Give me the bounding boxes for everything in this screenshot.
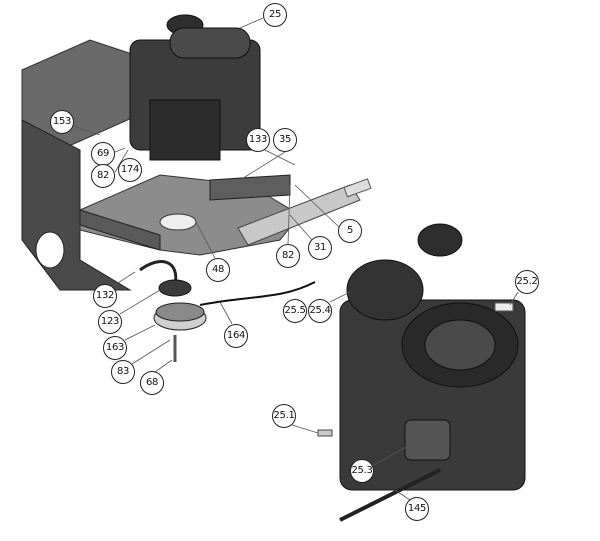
callout-133: 133 [246, 128, 270, 152]
callout-153: 153 [50, 110, 74, 134]
callout-48: 48 [206, 258, 230, 282]
callout-25-2: 25.2 [515, 270, 539, 294]
callout-83: 83 [111, 360, 135, 384]
callout-82-muffler: 82 [276, 244, 300, 268]
muffler [237, 178, 372, 246]
callout-25-3: 25.3 [350, 459, 374, 483]
callout-69: 69 [91, 142, 115, 166]
engine-top [129, 14, 261, 161]
callout-164: 164 [224, 324, 248, 348]
callout-25-1: 25.1 [272, 404, 296, 428]
callout-25: 25 [263, 3, 287, 27]
callout-25-4: 25.4 [308, 299, 332, 323]
callout-68: 68 [140, 371, 164, 395]
clutch-assembly [139, 260, 316, 362]
callout-25-5: 25.5 [283, 299, 307, 323]
callout-31: 31 [308, 236, 332, 260]
callout-132: 132 [93, 284, 117, 308]
callout-174: 174 [118, 158, 142, 182]
callout-163: 163 [103, 336, 127, 360]
engine-main [317, 223, 526, 522]
leader-lines [73, 17, 519, 501]
callout-123: 123 [98, 310, 122, 334]
callout-82: 82 [91, 164, 115, 188]
callout-5: 5 [338, 219, 362, 243]
callout-35: 35 [273, 128, 297, 152]
callout-145: 145 [405, 497, 429, 521]
